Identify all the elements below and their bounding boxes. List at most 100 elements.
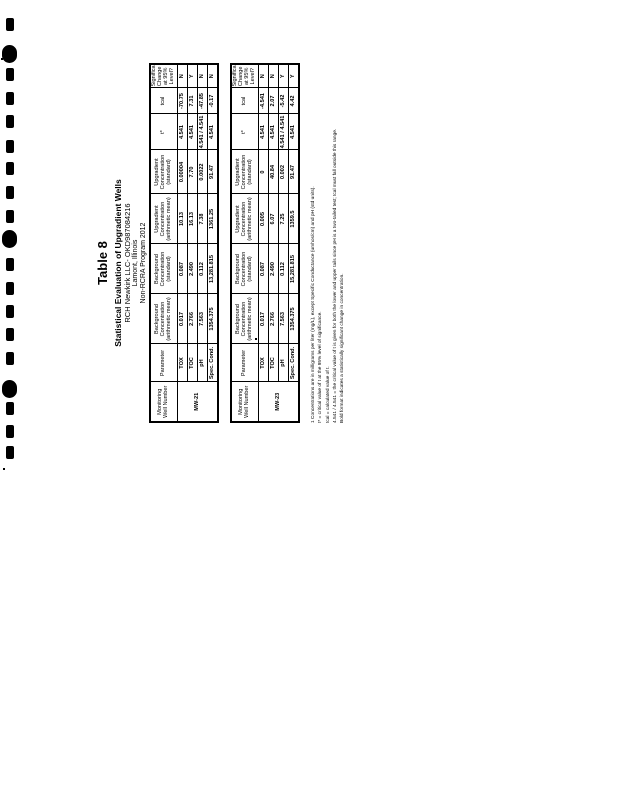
table-cell: TOC — [187, 344, 198, 382]
table-cell: 2.490 — [187, 244, 198, 294]
table-cell: N — [207, 64, 218, 88]
table-cell: 15,281.815 — [288, 244, 299, 294]
footnote: Bold format indicates a statistically si… — [340, 273, 346, 423]
table-cell: 7.31 — [187, 88, 198, 114]
table-cell: 4.541 / 4.541 — [278, 114, 289, 150]
table-cell: TOX — [258, 344, 269, 382]
binder-hole — [6, 18, 14, 31]
table-row: Spec. Cond. 1354.375 15,281.815 1359.5 9… — [288, 64, 299, 422]
scan-speck — [1, 58, 3, 60]
table-cell: 4.541 — [207, 114, 218, 150]
table-cell: 2.07 — [268, 88, 279, 114]
table-cell: 0.00004 — [177, 150, 188, 194]
column-header: Monitoring Well Number — [231, 382, 259, 422]
table-cell: 7.38 — [197, 194, 208, 244]
table-row: TOC 2.766 2.490 6.07 40.84 4.541 2.07 N — [268, 64, 279, 422]
table-cell: 0.002 — [278, 150, 289, 194]
table-cell: 7.70 — [187, 150, 198, 194]
table-cell: 4.541 — [177, 114, 188, 150]
table-cell: TOX — [177, 344, 188, 382]
table-cell: 0.017 — [177, 294, 188, 344]
document-title: Table 8 — [95, 241, 110, 285]
location: Lamont, Illinois — [132, 239, 139, 287]
table-row: TOC 2.766 2.490 16.13 7.70 4.541 7.31 Y — [187, 64, 198, 422]
column-header: t* — [150, 114, 178, 150]
table-cell: 7.563 — [278, 294, 289, 344]
binder-hole — [6, 352, 14, 365]
table-cell: 7.563 — [197, 294, 208, 344]
binder-hole — [6, 68, 14, 81]
binder-hole — [6, 92, 14, 105]
column-header: Parameter — [231, 344, 259, 382]
column-header: t* — [231, 114, 259, 150]
table-cell: Y — [288, 64, 299, 88]
table-cell: 10.13 — [177, 194, 188, 244]
column-header: Upgradient Concentration (arithmetic mea… — [231, 194, 259, 244]
table-cell: 4.541 — [258, 114, 269, 150]
column-header: Background Concentration (arithmetic mea… — [150, 294, 178, 344]
table-cell: -0.17 — [207, 88, 218, 114]
column-header: tcal — [150, 88, 178, 114]
table-cell: 1361.25 — [207, 194, 218, 244]
reporting-period: Non-RCRA Program 2012 — [140, 222, 147, 304]
table-cell: 1354.375 — [288, 294, 299, 344]
table-cell: Y — [278, 64, 289, 88]
binder-hole — [6, 162, 14, 175]
table-cell: pH — [278, 344, 289, 382]
table-cell: 13,281.815 — [207, 244, 218, 294]
binder-hole — [6, 425, 14, 438]
table-cell: 4.541 / 4.541 — [197, 114, 208, 150]
column-header: Upgradient Concentration (arithmetic mea… — [150, 194, 178, 244]
binder-hole — [6, 305, 14, 318]
table-footnotes: 1 Concentrations are in milligrams per l… — [310, 63, 346, 423]
column-header: tcal — [231, 88, 259, 114]
table-cell: 4.42 — [288, 88, 299, 114]
table-cell: 4.541 — [288, 114, 299, 150]
column-header: Background Concentration (standard) — [231, 244, 259, 294]
table-cell: -5.42 — [278, 88, 289, 114]
table-cell: N — [258, 64, 269, 88]
table-cell: 4.541 — [187, 114, 198, 150]
table-cell: 0.112 — [278, 244, 289, 294]
statistics-table-mw21: Monitoring Well Number Parameter Backgro… — [149, 63, 219, 423]
table-cell: 0 — [258, 150, 269, 194]
column-header: Parameter — [150, 344, 178, 382]
table-cell: pH — [197, 344, 208, 382]
facility-name: RCH Newkirk LLC- OKD987084216 — [123, 203, 132, 323]
footnote: t* = critical value of t at the 95% leve… — [318, 311, 324, 423]
table-cell: Spec. Cond. — [288, 344, 299, 382]
table-cell: N — [268, 64, 279, 88]
table-cell: 0.005 — [258, 194, 269, 244]
table-cell: 0.087 — [177, 244, 188, 294]
scan-speck — [3, 468, 5, 470]
column-header: Monitoring Well Number — [150, 382, 178, 422]
binder-hole — [2, 45, 17, 63]
column-header: Background Concentration (arithmetic mea… — [231, 294, 259, 344]
table-cell: -70.75 — [177, 88, 188, 114]
table-cell: 7.25 — [278, 194, 289, 244]
table-row: MW-23 TOX 0.017 0.087 0.005 0 4.541 -4.5… — [258, 64, 299, 422]
binder-hole — [6, 115, 14, 128]
table-cell: 91.47 — [288, 150, 299, 194]
column-header: Significant Change at 95% Level? — [150, 64, 178, 88]
table-cell: 2.490 — [268, 244, 279, 294]
table-cell: -4.541 — [258, 88, 269, 114]
table-row: Spec. Cond. 1354.375 13,281.815 1361.25 … — [207, 64, 218, 422]
table-row: pH 7.563 0.112 7.38 0.0022 4.541 / 4.541… — [197, 64, 208, 422]
table-cell: Spec. Cond. — [207, 344, 218, 382]
column-header: Significant Change at 95% Level? — [231, 64, 259, 88]
table-cell: 16.13 — [187, 194, 198, 244]
table-header-row: Monitoring Well Number Parameter Backgro… — [150, 64, 178, 422]
column-header: Background Concentration (standard) — [150, 244, 178, 294]
binder-hole — [2, 380, 17, 398]
table-header-row: Monitoring Well Number Parameter Backgro… — [231, 64, 259, 422]
table-cell: 0.087 — [258, 244, 269, 294]
table-cell: 2.766 — [268, 294, 279, 344]
binder-hole — [6, 446, 14, 459]
binder-hole — [6, 282, 14, 295]
binder-hole — [6, 210, 14, 223]
binder-hole — [6, 258, 14, 271]
table-cell: 91.47 — [207, 150, 218, 194]
table-cell: 1354.375 — [207, 294, 218, 344]
binder-hole — [6, 402, 14, 415]
